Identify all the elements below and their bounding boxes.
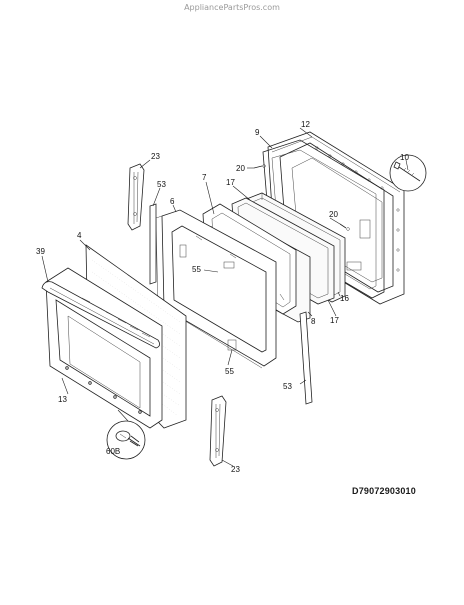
callout-17-upper: 17	[226, 178, 235, 187]
callout-53-upper: 53	[157, 180, 166, 189]
callout-53-lower: 53	[283, 382, 292, 391]
callout-39: 39	[36, 247, 45, 256]
door-frame	[155, 209, 277, 369]
callout-9: 9	[255, 128, 260, 137]
callout-8: 8	[311, 317, 316, 326]
outer-door-panel	[41, 267, 163, 429]
hinge-icon	[209, 395, 227, 467]
callout-16: 16	[340, 294, 349, 303]
callout-23-lower: 23	[231, 465, 240, 474]
watermark: AppliancePartsPros.com	[184, 3, 280, 12]
callout-20-lower: 20	[329, 210, 338, 219]
callout-4: 4	[77, 231, 82, 240]
callout-55-lower: 55	[225, 367, 234, 376]
callout-17-lower: 17	[330, 316, 339, 325]
side-trim-strip	[149, 203, 157, 285]
callout-13: 13	[58, 395, 67, 404]
callout-10: 10	[400, 153, 409, 162]
callout-20-upper: 20	[236, 164, 245, 173]
callout-60b: 60B	[106, 447, 120, 456]
callout-7: 7	[202, 173, 207, 182]
callout-12: 12	[301, 120, 310, 129]
screw-icon	[106, 420, 146, 460]
callout-23-upper: 23	[151, 152, 160, 161]
callout-labels: 9 12 10 20 17 7 20 6 53 23 4 39 55 55 16…	[36, 120, 409, 474]
callout-6: 6	[170, 197, 175, 206]
leader-lines	[41, 127, 409, 467]
callout-55-upper: 55	[192, 265, 201, 274]
drawing-code: D79072903010	[352, 486, 416, 496]
screw-icon	[339, 223, 350, 231]
side-trim-strip	[299, 311, 313, 405]
screw-icon	[253, 164, 266, 169]
screw-icon	[389, 154, 427, 192]
hinge-icon	[127, 163, 145, 231]
